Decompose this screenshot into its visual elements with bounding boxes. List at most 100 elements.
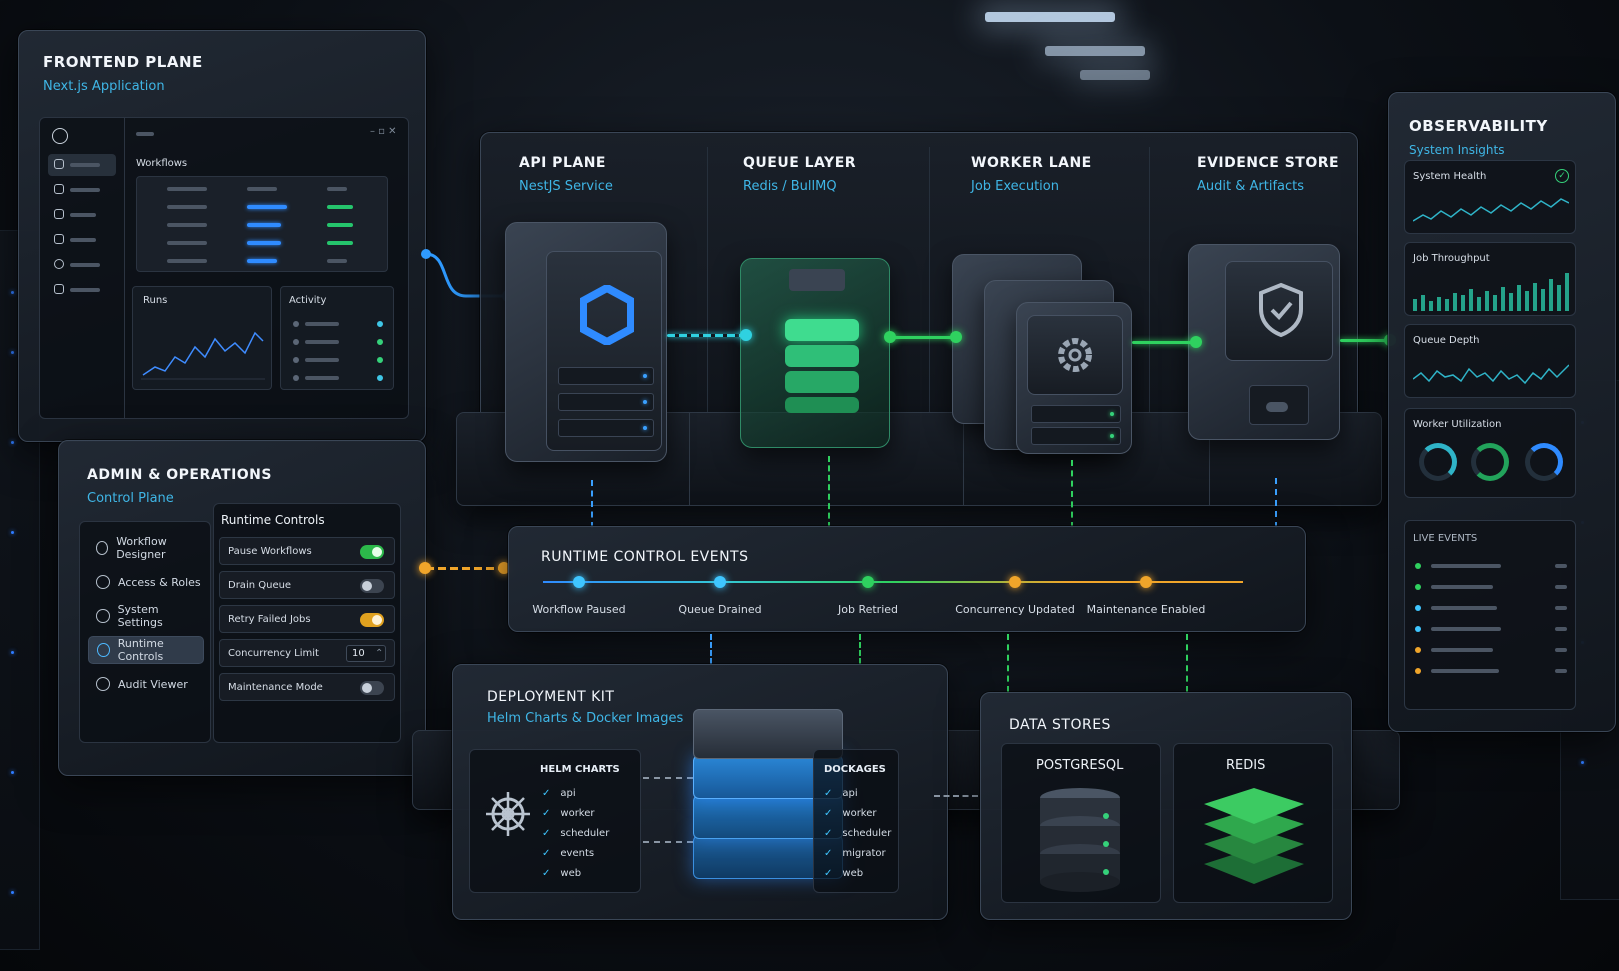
users-icon xyxy=(96,575,110,589)
system-health-card[interactable]: System Health ✓ xyxy=(1404,160,1576,234)
docker-images-card: DOCKAGES ✓api ✓worker ✓scheduler ✓migrat… xyxy=(813,749,899,893)
system-health-sparkline xyxy=(1413,198,1569,222)
nav-system-settings[interactable]: System Settings xyxy=(88,602,204,630)
deployment-kit-panel: DEPLOYMENT KIT Helm Charts & Docker Imag… xyxy=(452,664,948,920)
queue-events-link xyxy=(828,456,830,528)
queue-depth-sparkline xyxy=(1413,364,1569,385)
frontend-plane-panel: FRONTEND PLANE Next.js Application – ▫ ✕… xyxy=(18,30,426,442)
tab-bar xyxy=(136,132,154,136)
lane-divider xyxy=(1149,147,1150,447)
job-throughput-bars xyxy=(1413,273,1569,311)
evidence-store-server xyxy=(1188,244,1340,440)
sidebar-item-label xyxy=(70,238,96,242)
live-events-title: LIVE EVENTS xyxy=(1413,533,1478,544)
event-node-workflow-paused[interactable] xyxy=(573,576,585,588)
event-node-maintenance-enabled[interactable] xyxy=(1140,576,1152,588)
event-label: Job Retried xyxy=(837,603,898,616)
shield-check-icon xyxy=(1259,282,1303,338)
retry-play-button[interactable] xyxy=(360,613,384,627)
gear-icon xyxy=(1058,338,1092,372)
live-events-card: LIVE EVENTS xyxy=(1404,520,1576,710)
observability-subtitle: System Insights xyxy=(1409,143,1505,157)
evidence-store-title: EVIDENCE STORE xyxy=(1197,155,1340,171)
postgresql-label: POSTGRESQL xyxy=(1036,758,1124,773)
worker-evidence-connector xyxy=(1132,341,1198,344)
lane-divider xyxy=(929,147,930,447)
clock-icon[interactable] xyxy=(54,259,64,269)
runs-label: Runs xyxy=(143,295,168,306)
event-node-queue-drained[interactable] xyxy=(714,576,726,588)
workflows-table xyxy=(136,176,388,272)
data-stores-panel: DATA STORES POSTGRESQL REDIS xyxy=(980,692,1352,920)
workflows-label: Workflows xyxy=(136,158,188,169)
nestjs-hexagon-icon xyxy=(580,285,634,345)
event-node-job-retried[interactable] xyxy=(862,576,874,588)
queue-layer-title: QUEUE LAYER xyxy=(743,155,857,171)
utilization-ring xyxy=(1471,443,1509,481)
deployment-subtitle: Helm Charts & Docker Images xyxy=(487,711,684,726)
database-icon xyxy=(1040,788,1120,892)
window-controls[interactable]: – ▫ ✕ xyxy=(370,126,397,137)
worker-utilization-card[interactable]: Worker Utilization xyxy=(1404,408,1576,498)
stepper-arrows-icon[interactable]: ⌃ xyxy=(375,648,384,659)
helm-link xyxy=(643,777,693,779)
ceiling-light xyxy=(1045,46,1145,56)
event-node-concurrency-updated[interactable] xyxy=(1009,576,1021,588)
redis-stack-icon xyxy=(1204,788,1304,884)
docker-item: ✓worker xyxy=(824,808,877,819)
lock-icon[interactable] xyxy=(54,284,64,294)
pause-workflows-toggle[interactable] xyxy=(360,545,384,559)
helm-charts-title: HELM CHARTS xyxy=(540,764,620,775)
audit-icon xyxy=(96,677,110,691)
connector-node xyxy=(950,331,962,343)
queue-layer-subtitle: Redis / BullMQ xyxy=(743,179,837,194)
deploy-data-link xyxy=(934,795,978,797)
concurrency-stepper[interactable]: 10 ⌃ xyxy=(346,645,386,662)
drain-queue-toggle[interactable] xyxy=(360,579,384,593)
worker-events-link xyxy=(1071,460,1073,528)
utilization-ring xyxy=(1419,443,1457,481)
queue-cube xyxy=(740,258,890,448)
globe-icon xyxy=(52,128,68,144)
control-drain-queue: Drain Queue xyxy=(219,571,395,599)
drive-bay xyxy=(1249,385,1309,425)
nav-workflow-designer[interactable]: Workflow Designer xyxy=(88,534,204,562)
sidebar-divider xyxy=(124,118,125,418)
doc-icon[interactable] xyxy=(54,209,64,219)
event-label: Queue Drained xyxy=(678,603,762,616)
sidebar-item-label xyxy=(70,263,100,267)
api-plane-subtitle: NestJS Service xyxy=(519,179,613,194)
list-icon[interactable] xyxy=(54,234,64,244)
nav-runtime-controls[interactable]: Runtime Controls xyxy=(88,636,204,664)
workflow-icon xyxy=(96,541,109,555)
evidence-events-link xyxy=(1275,478,1277,528)
utilization-ring xyxy=(1525,443,1563,481)
sidebar-item-label xyxy=(70,163,100,167)
job-throughput-card[interactable]: Job Throughput xyxy=(1404,242,1576,316)
helm-item: ✓web xyxy=(542,868,582,879)
file-icon[interactable] xyxy=(54,184,64,194)
api-queue-connector xyxy=(667,334,743,337)
nav-audit-viewer[interactable]: Audit Viewer xyxy=(88,670,204,698)
docker-item: ✓web xyxy=(824,868,864,879)
api-plane-title: API PLANE xyxy=(519,155,606,171)
admin-subtitle: Control Plane xyxy=(87,491,174,506)
metric-label: Worker Utilization xyxy=(1413,419,1502,430)
nav-access-roles[interactable]: Access & Roles xyxy=(88,568,204,596)
metric-label: Job Throughput xyxy=(1413,253,1490,264)
event-label: Concurrency Updated xyxy=(955,603,1075,616)
sidebar-item-label xyxy=(70,213,96,217)
postgresql-card: POSTGRESQL xyxy=(1001,743,1161,903)
check-circle-icon: ✓ xyxy=(1555,169,1569,183)
api-server xyxy=(505,222,667,462)
queue-depth-card[interactable]: Queue Depth xyxy=(1404,324,1576,398)
admin-events-connector xyxy=(426,567,504,570)
activity-card: Activity xyxy=(280,286,394,390)
worker-lane-subtitle: Job Execution xyxy=(971,179,1059,194)
event-label: Workflow Paused xyxy=(532,603,626,616)
admin-operations-panel: ADMIN & OPERATIONS Control Plane Workflo… xyxy=(58,440,426,776)
dashboard-icon xyxy=(54,159,64,169)
maintenance-toggle[interactable] xyxy=(360,681,384,695)
sidebar-item-label xyxy=(70,188,100,192)
